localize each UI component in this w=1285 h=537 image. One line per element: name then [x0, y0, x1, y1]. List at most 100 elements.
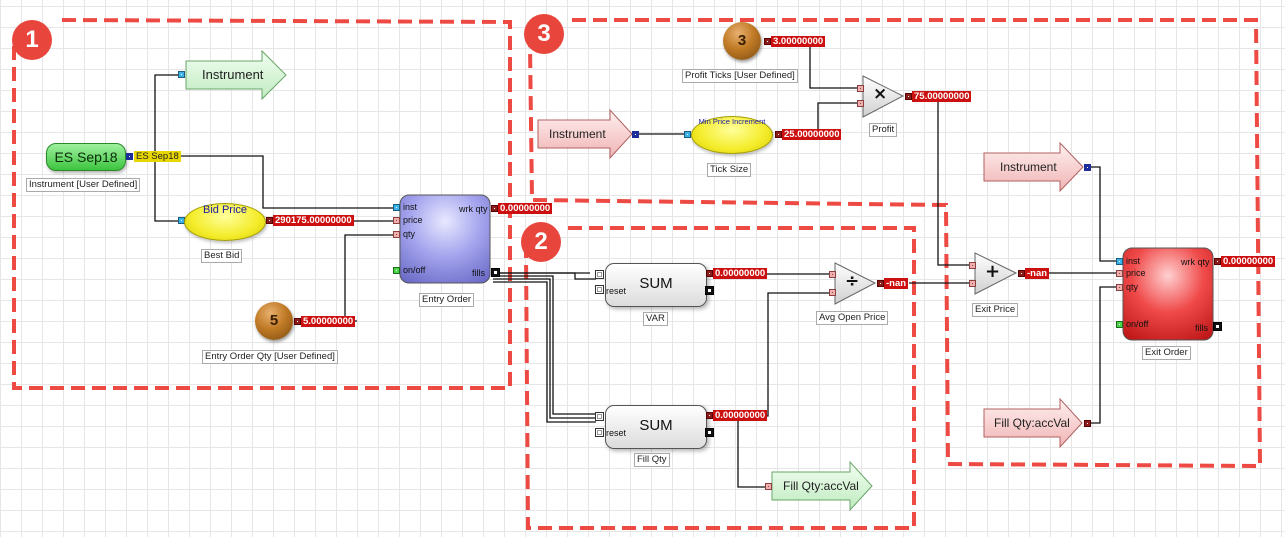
region-2-badge: 2: [521, 222, 561, 262]
min-price-in-port[interactable]: [684, 131, 691, 138]
instrument-arrow-3-shape: [983, 141, 1084, 193]
profit-ticks-node[interactable]: 3: [723, 22, 761, 60]
exit-order-inst-port[interactable]: [1116, 258, 1123, 265]
sum1-out-port[interactable]: [706, 270, 713, 277]
plus-shape: [974, 252, 1018, 295]
instrument-arrow-2-label[interactable]: Instrument: [549, 127, 606, 141]
multiply-out-port[interactable]: [905, 93, 912, 100]
exit-order-onoff-port[interactable]: [1116, 321, 1123, 328]
entry-order-price-label: price: [403, 215, 423, 225]
sum2-reset-label: reset: [606, 428, 627, 438]
exit-order-qty-port[interactable]: [1116, 284, 1123, 291]
instrument-arrow-1-in-port[interactable]: [178, 71, 185, 78]
instrument-arrow-3-out-port[interactable]: [1084, 164, 1091, 171]
entry-qty-value: 5.00000000: [301, 316, 356, 327]
sum1-label: VAR: [643, 312, 668, 326]
entry-order-wrk-label: wrk qty: [459, 204, 488, 214]
entry-order-label: Entry Order: [419, 293, 475, 307]
plus-in1-port[interactable]: [969, 262, 976, 269]
sum1-aux-port[interactable]: [705, 286, 714, 295]
tick-size-value: 25.00000000: [782, 129, 842, 140]
instrument-arrow-3-label[interactable]: Instrument: [1000, 160, 1057, 174]
sum1-reset-label: reset: [606, 286, 627, 296]
multiply-value: 75.00000000: [912, 91, 972, 102]
instrument-arrow-2-shape: [537, 108, 633, 160]
exit-order-label: Exit Order: [1142, 346, 1191, 360]
divide-in1-port[interactable]: [829, 271, 836, 278]
plus-in2-port[interactable]: [969, 280, 976, 287]
min-price-out-port[interactable]: [775, 131, 782, 138]
multiply-shape: [862, 75, 905, 118]
sum2-in-port[interactable]: [595, 412, 604, 421]
sum2-value: 0.00000000: [713, 410, 768, 421]
sum1-value: 0.00000000: [713, 268, 768, 279]
plus-label: Exit Price: [972, 303, 1019, 317]
instrument-arrow-1-label[interactable]: Instrument: [202, 67, 264, 82]
exit-order-price-label: price: [1126, 268, 1146, 278]
exit-order-shape: [1122, 247, 1214, 341]
entry-order-qty-label: qty: [403, 229, 416, 239]
sum2-label: Fill Qty: [634, 453, 670, 467]
profit-ticks-value: 3.00000000: [771, 36, 826, 47]
exit-order-fills-label: fills: [1195, 323, 1208, 333]
sum2-title: SUM: [639, 417, 673, 434]
fill-qty-arrow-1-shape: [771, 460, 873, 512]
entry-order-onoff-port[interactable]: [393, 267, 400, 274]
entry-qty-label: Entry Order Qty [User Defined]: [202, 350, 338, 364]
fill-qty-arrow-2-shape: [983, 397, 1083, 449]
entry-order-onoff-label: on/off: [403, 265, 426, 275]
region-3-frame: [528, 18, 1263, 469]
sum2-reset-port[interactable]: [595, 428, 604, 437]
divide-out-port[interactable]: [877, 280, 884, 287]
exit-order-wrk-value: 0.00000000: [1221, 256, 1276, 267]
sum2-node[interactable]: SUM: [605, 405, 707, 449]
fill-qty-arrow-1-in-port[interactable]: [765, 483, 772, 490]
bid-price-value: 290175.00000000: [273, 215, 354, 226]
plus-value: -nan: [1025, 268, 1050, 279]
fill-qty-arrow-2-out-port[interactable]: [1084, 420, 1091, 427]
instrument-node-label: Instrument [User Defined]: [26, 178, 141, 192]
bid-price-out-port[interactable]: [266, 217, 273, 224]
exit-order-onoff-label: on/off: [1126, 319, 1149, 329]
profit-ticks-out-port[interactable]: [764, 38, 771, 45]
exit-order-wrk-port[interactable]: [1214, 258, 1221, 265]
region-3-badge: 3: [524, 14, 564, 54]
instrument-symbol-tag: ES Sep18: [134, 151, 181, 162]
multiply-label: Profit: [869, 123, 898, 137]
sum1-in-port[interactable]: [595, 270, 604, 279]
instrument-node-es[interactable]: ES Sep18: [46, 143, 126, 171]
min-price-node[interactable]: Min Price Increment: [691, 116, 773, 154]
sum2-aux-port[interactable]: [705, 428, 714, 437]
instrument-arrow-2-out-port[interactable]: [632, 131, 639, 138]
fill-qty-arrow-2-label[interactable]: Fill Qty:accVal: [994, 416, 1070, 430]
entry-qty-out-port[interactable]: [294, 318, 301, 325]
sum2-out-port[interactable]: [706, 412, 713, 419]
entry-qty-node[interactable]: 5: [255, 302, 293, 340]
plus-out-port[interactable]: [1018, 270, 1025, 277]
divide-in2-port[interactable]: [829, 289, 836, 296]
multiply-in1-port[interactable]: [857, 85, 864, 92]
fill-qty-arrow-1-label[interactable]: Fill Qty:accVal: [783, 479, 859, 493]
sum1-reset-port[interactable]: [595, 285, 604, 294]
exit-order-qty-label: qty: [1126, 282, 1139, 292]
entry-order-wrk-port[interactable]: [491, 205, 498, 212]
profit-ticks-label: Profit Ticks [User Defined]: [682, 69, 798, 83]
bid-price-node[interactable]: Bid Price: [184, 203, 266, 241]
entry-order-price-port[interactable]: [393, 217, 400, 224]
region-1-badge: 1: [12, 20, 52, 60]
region-2-frame: [524, 226, 916, 530]
divide-symbol: ÷: [845, 271, 860, 291]
entry-order-qty-port[interactable]: [393, 231, 400, 238]
divide-label: Avg Open Price: [816, 311, 889, 325]
multiply-in2-port[interactable]: [857, 100, 864, 107]
entry-order-fills-port[interactable]: [491, 268, 500, 277]
sum1-node[interactable]: SUM: [605, 263, 707, 307]
exit-order-price-port[interactable]: [1116, 270, 1123, 277]
instrument-node-out-port[interactable]: [126, 153, 133, 160]
entry-order-inst-label: inst: [403, 202, 418, 212]
exit-order-fills-port[interactable]: [1213, 322, 1222, 331]
entry-order-wrk-value: 0.00000000: [498, 203, 553, 214]
entry-order-inst-port[interactable]: [393, 204, 400, 211]
